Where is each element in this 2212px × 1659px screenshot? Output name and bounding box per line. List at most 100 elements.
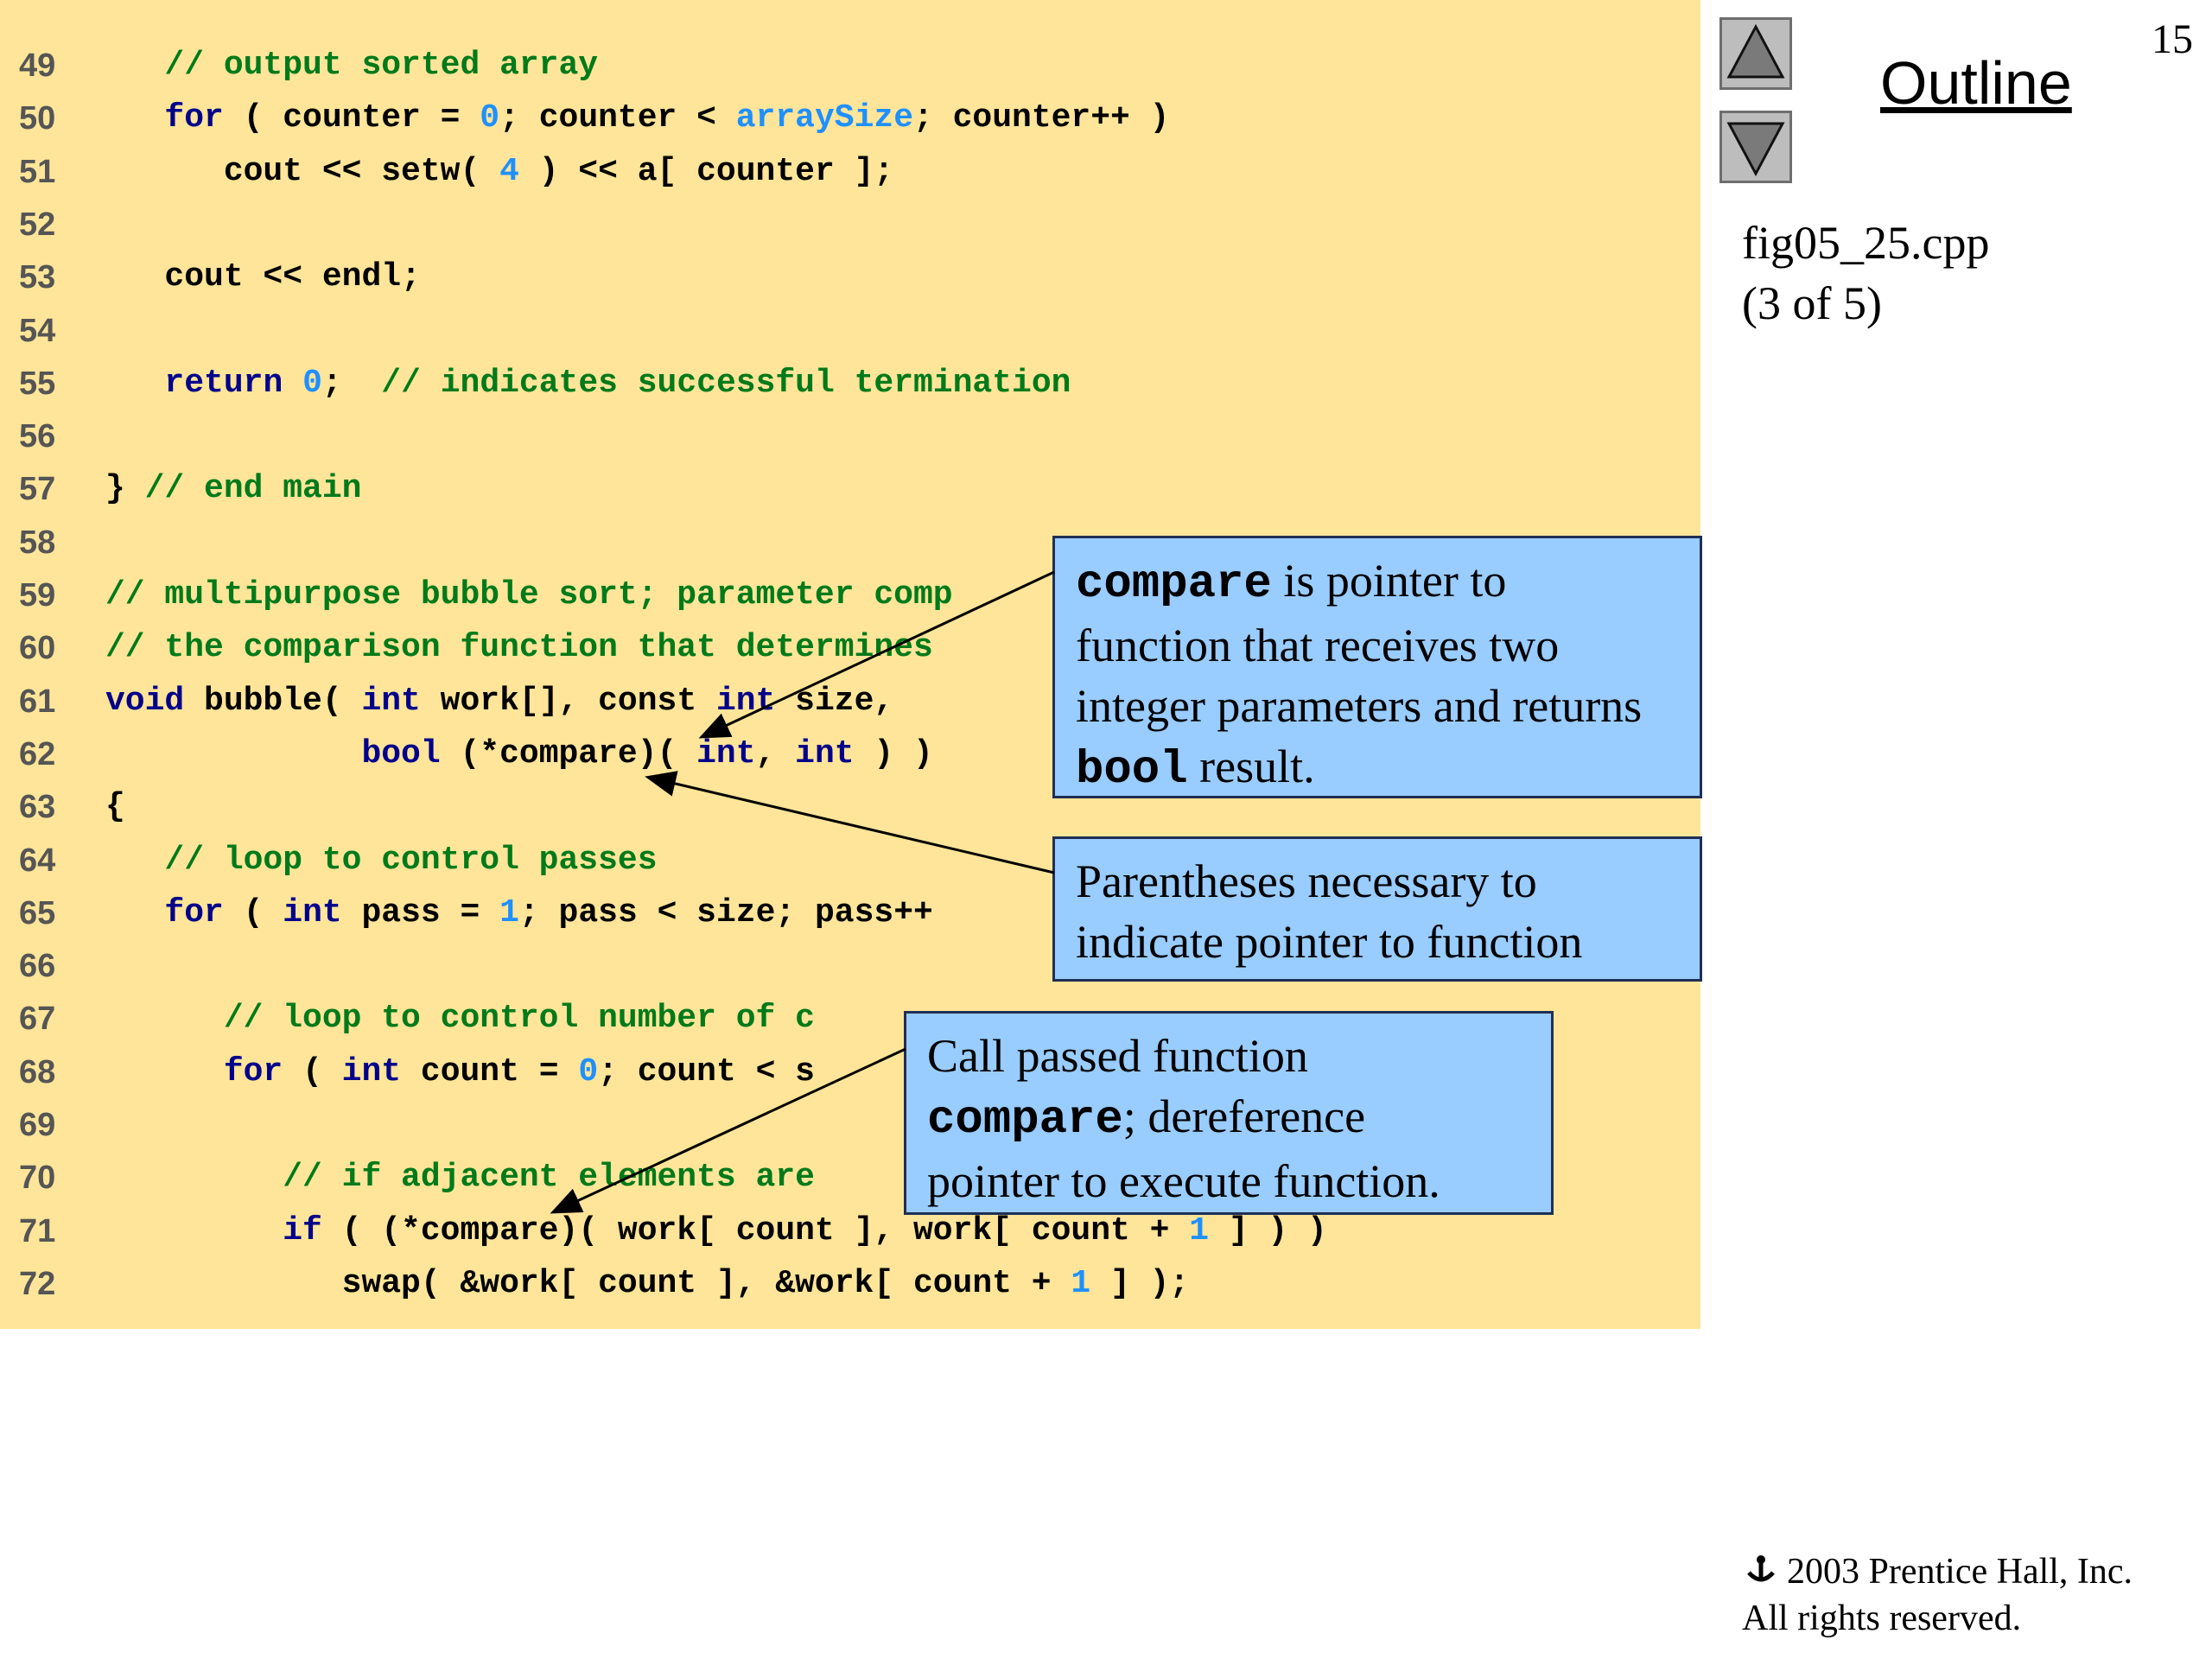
- line-number: 72: [19, 1265, 56, 1302]
- callout-parentheses: Parentheses necessary to indicate pointe…: [1052, 836, 1702, 982]
- line-number: 62: [19, 735, 56, 772]
- code-text: swap( &work[ count ], &work[ count + 1 ]…: [105, 1258, 1190, 1310]
- line-number: 57: [19, 471, 56, 508]
- code-token: cout << setw(: [105, 152, 500, 190]
- code-token: [105, 99, 164, 137]
- code-line: 64 // loop to control passes: [0, 835, 1700, 887]
- code-token: // if adjacent elements are: [105, 1159, 815, 1197]
- callout-text: is pointer to: [1271, 555, 1507, 607]
- code-token: void: [105, 682, 185, 720]
- previous-slide-button[interactable]: [1719, 17, 1792, 90]
- code-text: {: [105, 781, 125, 833]
- code-text: cout << endl;: [105, 251, 421, 303]
- code-token: for: [164, 893, 224, 931]
- page-number: 15: [2152, 16, 2193, 62]
- code-token: // loop to control passes: [105, 841, 658, 879]
- code-token: // loop to control number of c: [105, 1000, 815, 1038]
- callout-text: Parentheses necessary to: [1076, 855, 1537, 907]
- code-token: (*compare)(: [440, 734, 697, 772]
- code-token: (: [223, 893, 283, 931]
- callout-call-compare: Call passed function compare; dereferenc…: [904, 1011, 1554, 1215]
- code-text: // multipurpose bubble sort; parameter c…: [105, 569, 953, 621]
- code-token: [105, 1212, 283, 1249]
- triangle-up-icon: [1726, 23, 1785, 79]
- line-number: 63: [19, 789, 56, 826]
- line-number: 66: [19, 948, 56, 985]
- code-token: int: [283, 893, 342, 931]
- code-token: // end main: [144, 470, 362, 508]
- outline-link[interactable]: Outline: [1880, 49, 2072, 117]
- code-token: {: [105, 788, 125, 826]
- code-token: }: [105, 470, 145, 508]
- code-token: cout << endl;: [105, 258, 421, 296]
- code-token: [105, 894, 164, 931]
- code-line: 69: [0, 1099, 1700, 1151]
- callout-text: pointer to execute function.: [927, 1155, 1440, 1207]
- code-text: cout << setw( 4 ) << a[ counter ];: [105, 146, 893, 198]
- code-token: ] ) ): [1209, 1211, 1327, 1249]
- rights-text: All rights reserved.: [1742, 1599, 2022, 1638]
- code-text: for ( int pass = 1; pass < size; pass++: [105, 887, 933, 939]
- code-token: pass =: [341, 893, 500, 931]
- line-number: 59: [19, 577, 56, 613]
- code-token: [105, 735, 361, 772]
- code-text: for ( counter = 0; counter < arraySize; …: [105, 92, 1169, 144]
- code-token: ] );: [1090, 1264, 1190, 1302]
- code-token: bubble(: [184, 682, 362, 720]
- line-number: 53: [19, 259, 56, 296]
- line-number: 56: [19, 418, 56, 455]
- code-token: arraySize: [735, 99, 913, 137]
- code-line: 55 return 0; // indicates successful ter…: [0, 358, 1700, 410]
- code-token: (: [283, 1052, 342, 1090]
- code-token: 0: [578, 1052, 599, 1090]
- code-token: ) << a[ counter ];: [518, 152, 894, 190]
- code-token: [105, 365, 164, 402]
- publisher-logo-icon: [1747, 1555, 1775, 1582]
- copyright-text: 2003 Prentice Hall, Inc.: [1787, 1552, 2133, 1592]
- code-word: bool: [1076, 744, 1188, 797]
- line-number: 70: [19, 1160, 56, 1197]
- callout-text: Call passed function: [927, 1030, 1308, 1082]
- callout-text: function that receives two: [1076, 620, 1560, 671]
- code-text: } // end main: [105, 463, 361, 515]
- code-token: int: [795, 734, 855, 772]
- code-line: 54: [0, 305, 1700, 357]
- code-token: int: [341, 1052, 402, 1090]
- copyright-notice: 2003 Prentice Hall, Inc. All rights rese…: [1742, 1548, 2133, 1642]
- code-token: ;: [321, 364, 382, 402]
- callout-text: ; dereference: [1122, 1090, 1366, 1142]
- code-token: 1: [1189, 1211, 1210, 1249]
- code-token: 0: [480, 99, 500, 137]
- code-text: void bubble( int work[], const int size,: [105, 676, 893, 728]
- code-line: 56: [0, 410, 1700, 462]
- line-number: 51: [19, 153, 56, 190]
- code-line: 50 for ( counter = 0; counter < arraySiz…: [0, 92, 1700, 144]
- code-token: ,: [755, 734, 796, 772]
- code-line: 49 // output sorted array: [0, 40, 1700, 92]
- line-number: 60: [19, 630, 56, 667]
- next-slide-button[interactable]: [1719, 111, 1792, 183]
- line-number: 67: [19, 1001, 56, 1038]
- code-text: // the comparison function that determin…: [105, 622, 933, 674]
- line-number: 54: [19, 312, 56, 349]
- code-token: ; count < s: [598, 1052, 815, 1090]
- code-token: 0: [302, 364, 322, 402]
- code-token: 1: [1071, 1264, 1091, 1302]
- callout-text: result.: [1187, 741, 1315, 792]
- code-text: // loop to control passes: [105, 835, 658, 887]
- line-number: 52: [19, 206, 56, 243]
- code-line: 57} // end main: [0, 463, 1700, 515]
- code-text: // output sorted array: [105, 40, 598, 92]
- triangle-down-icon: [1726, 122, 1785, 177]
- code-token: ( (*compare)( work[ count ], work[ count…: [321, 1211, 1190, 1249]
- code-token: ; pass < size; pass++: [518, 893, 933, 931]
- code-token: ) ): [854, 734, 933, 772]
- code-line: 71 if ( (*compare)( work[ count ], work[…: [0, 1205, 1700, 1257]
- line-number: 64: [19, 842, 56, 879]
- line-number: 71: [19, 1212, 56, 1249]
- code-token: // multipurpose bubble sort; parameter c…: [105, 576, 953, 613]
- line-number: 69: [19, 1107, 56, 1143]
- code-text: if ( (*compare)( work[ count ], work[ co…: [105, 1205, 1327, 1257]
- code-token: int: [715, 682, 776, 720]
- line-number: 49: [19, 48, 56, 84]
